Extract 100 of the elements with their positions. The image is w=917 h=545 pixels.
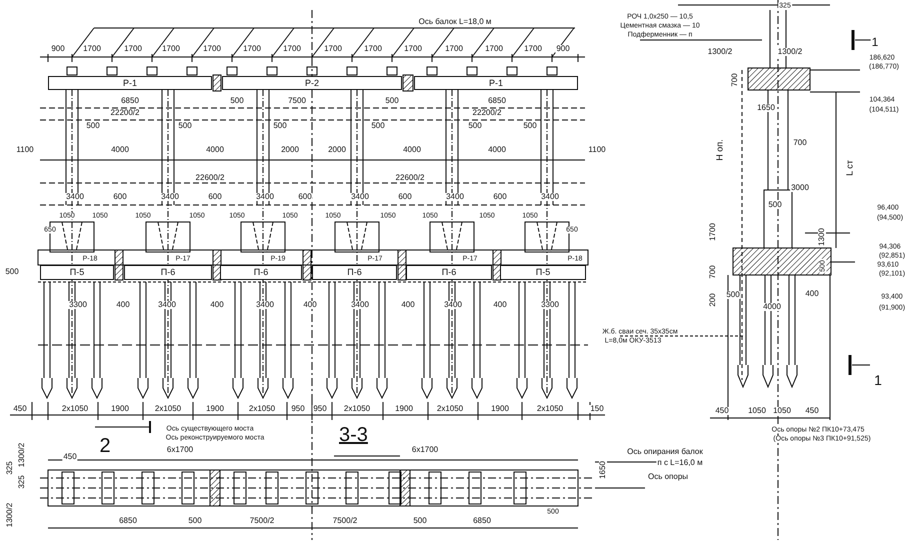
dimension-text: 400 xyxy=(302,301,318,309)
dimension-text: 950 xyxy=(290,405,306,413)
vertical-dimension: L ст xyxy=(846,159,854,177)
vertical-dimension: 1650 xyxy=(599,460,607,480)
dimension-text: 1300/2 xyxy=(776,48,804,56)
dimension-text: 900 xyxy=(555,45,571,53)
section-title: 3-3 xyxy=(338,425,369,445)
dimension-text: 1900 xyxy=(490,405,510,413)
dimension-text: 6x1700 xyxy=(410,446,440,454)
dimension-text: 3400 xyxy=(445,193,465,201)
footing-block: П-5 xyxy=(40,265,114,280)
dimension-text: 2x1050 xyxy=(342,405,372,413)
footing-block: П-6 xyxy=(406,265,492,280)
dimension-text: 600 xyxy=(492,193,508,201)
vertical-dimension: 1300/2 xyxy=(18,442,26,468)
dimension-text: 3400 xyxy=(157,301,177,309)
dimension-text: 1700 xyxy=(242,45,262,53)
dimension-text: 6850 xyxy=(472,517,492,525)
dimension-text: 3400 xyxy=(255,301,275,309)
dimension-text: 400 xyxy=(492,301,508,309)
dimension-text: 450 xyxy=(12,405,28,413)
dimension-text: 2x1050 xyxy=(436,405,464,413)
dimension-text: 2000 xyxy=(327,146,347,154)
dimension-text: 500 xyxy=(177,122,193,130)
dimension-text: 600 xyxy=(207,193,223,201)
dimension-text: 2x1050 xyxy=(60,405,90,413)
dimension-text: 500 xyxy=(370,122,386,130)
dimension-text: 500 xyxy=(412,517,428,525)
dimension-text: 1050 xyxy=(772,407,792,415)
dimension-text: 4000 xyxy=(110,146,130,154)
beam-segment: Р-1 xyxy=(414,76,578,90)
dimension-text: 2x1050 xyxy=(248,405,276,413)
vertical-dimension: 200 xyxy=(709,292,717,308)
axis-note: п с L=16,0 м xyxy=(656,459,704,467)
vertical-dimension: 1300/2 xyxy=(6,502,14,528)
footing-block: П-6 xyxy=(124,265,212,280)
dimension-text: 4000 xyxy=(402,146,422,154)
dimension-text: 600 xyxy=(397,193,413,201)
dimension-text: 3400 xyxy=(540,193,560,201)
dimension-text: 500 xyxy=(85,122,101,130)
vertical-dimension: 325 xyxy=(18,474,26,490)
dimension-text: 3000 xyxy=(790,184,810,192)
dimension-text: 1650 xyxy=(756,104,776,112)
dimension-text: 3400 xyxy=(350,193,370,201)
dimension-text: 500 xyxy=(467,122,483,130)
dimension-text: 6850 xyxy=(118,517,138,525)
footing-block: П-6 xyxy=(220,265,302,280)
dimension-text: 1700 xyxy=(403,45,423,53)
dimension-text: 1700 xyxy=(202,45,222,53)
dimension-text: 3400 xyxy=(255,193,275,201)
dimension-text: 600 xyxy=(112,193,128,201)
dimension-text: 3400 xyxy=(350,301,370,309)
dimension-text: 22600/2 xyxy=(194,174,226,182)
dimension-text: 7500 xyxy=(287,97,307,105)
dimension-text: 3300 xyxy=(68,301,88,309)
dimension-text: 500 xyxy=(272,122,288,130)
dimension-text: 500 xyxy=(384,97,400,105)
dimension-text: 450 xyxy=(714,407,730,415)
dimension-text: 1100 xyxy=(587,146,607,154)
dimension-text: 22200/2 xyxy=(110,109,140,117)
dimension-text: 500 xyxy=(187,517,203,525)
dimension-text: 6850 xyxy=(120,97,140,105)
dimension-text: 150 xyxy=(589,405,605,413)
footing-block: П-6 xyxy=(312,265,397,280)
dimension-text: 1300/2 xyxy=(706,48,734,56)
dimension-text: 1700 xyxy=(484,45,504,53)
dimension-text: 6850 xyxy=(487,97,507,105)
vertical-dimension: 1300 xyxy=(818,227,826,247)
vertical-dimension: 700 xyxy=(709,264,717,280)
dimension-text: 1100 xyxy=(15,146,35,154)
dimension-text: 1700 xyxy=(82,45,102,53)
dimension-text: 1900 xyxy=(205,405,225,413)
vertical-dimension: 325 xyxy=(6,460,14,476)
dimension-text: 2000 xyxy=(280,146,300,154)
dimension-text: 2x1050 xyxy=(154,405,182,413)
dimension-text: 4000 xyxy=(205,146,225,154)
dimension-text: 1050 xyxy=(747,407,767,415)
dimension-text: 3400 xyxy=(443,301,463,309)
dimension-text: 3400 xyxy=(160,193,180,201)
dimension-text: 22600/2 xyxy=(394,174,426,182)
dimension-text: 400 xyxy=(400,301,416,309)
dimension-text: 500 xyxy=(229,97,245,105)
dimension-text: 1700 xyxy=(282,45,302,53)
dimension-text: 400 xyxy=(115,301,131,309)
dimension-text: 950 xyxy=(312,405,328,413)
dimension-text: 400 xyxy=(209,301,225,309)
dimension-text: 1700 xyxy=(523,45,543,53)
vertical-dimension: Н оп. xyxy=(716,138,724,162)
dimension-text: 3300 xyxy=(540,301,560,309)
footing-block: П-5 xyxy=(500,265,586,280)
section-number: 1 xyxy=(873,373,883,387)
dimension-text: 4000 xyxy=(487,146,507,154)
dimension-text: 1700 xyxy=(161,45,181,53)
section-number: 1 xyxy=(870,36,880,48)
dimension-text: 1900 xyxy=(394,405,414,413)
dimension-text: 700 xyxy=(792,139,808,147)
dimension-text: 450 xyxy=(804,407,820,415)
dimension-text: 6x1700 xyxy=(166,446,194,454)
axis-note: Ось опоры xyxy=(646,473,690,481)
dimension-text: 900 xyxy=(50,45,66,53)
